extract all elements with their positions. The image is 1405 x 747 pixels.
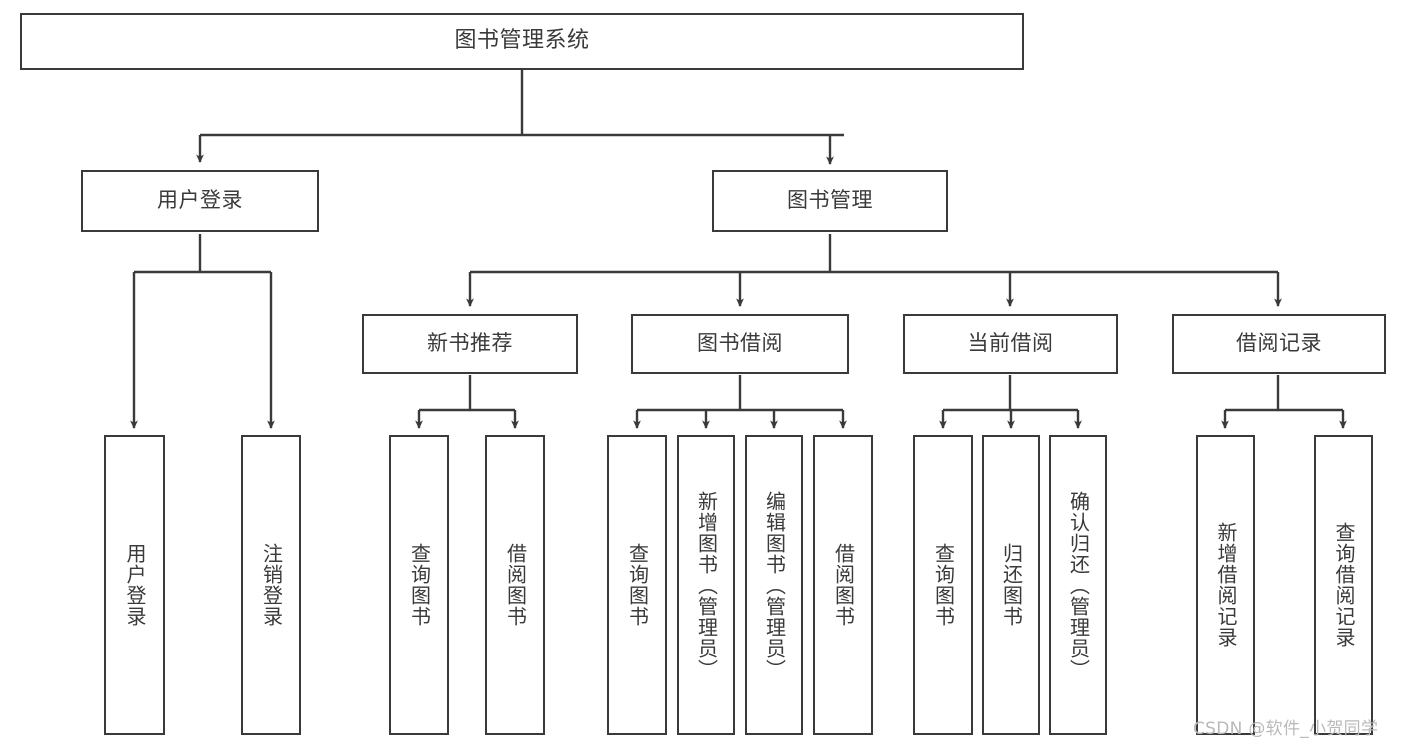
node-current-borrow[interactable]: 当前借阅: [903, 314, 1118, 374]
leaf-borrowrecord-add-record[interactable]: 新增借阅记录: [1196, 435, 1255, 735]
node-label: 用户登录: [123, 543, 147, 627]
leaf-bookborrow-add-book-admin[interactable]: 新增图书（管理员）: [677, 435, 735, 735]
leaf-bookborrow-query-book[interactable]: 查询图书: [607, 435, 667, 735]
leaf-currentborrow-return-book[interactable]: 归还图书: [982, 435, 1040, 735]
node-label: 当前借阅: [967, 331, 1054, 356]
node-book-management[interactable]: 图书管理: [712, 170, 948, 232]
node-label: 图书借阅: [697, 331, 783, 356]
node-root-system[interactable]: 图书管理系统: [20, 13, 1024, 70]
node-label: 借阅图书: [831, 543, 856, 627]
leaf-bookborrow-edit-book-admin[interactable]: 编辑图书（管理员）: [745, 435, 803, 735]
node-label: 借阅记录: [1236, 331, 1322, 356]
leaf-borrowrecord-query-record[interactable]: 查询借阅记录: [1314, 435, 1373, 735]
node-label: 新增图书（管理员）: [694, 490, 719, 680]
node-label: 查询图书: [625, 543, 650, 627]
node-user-login[interactable]: 用户登录: [81, 170, 319, 232]
node-label: 查询借阅记录: [1332, 522, 1356, 648]
node-label: 编辑图书（管理员）: [762, 490, 787, 680]
node-label: 归还图书: [999, 543, 1024, 627]
csdn-watermark: CSDN @软件_小贺同学: [1193, 719, 1379, 739]
node-borrow-record[interactable]: 借阅记录: [1172, 314, 1386, 374]
node-label: 查询图书: [407, 543, 432, 627]
node-book-borrow[interactable]: 图书借阅: [631, 314, 849, 374]
leaf-bookborrow-borrow-book[interactable]: 借阅图书: [813, 435, 873, 735]
leaf-user-login-signin[interactable]: 用户登录: [104, 435, 165, 735]
node-label: 新书推荐: [427, 331, 513, 356]
leaf-newbook-borrow-book[interactable]: 借阅图书: [485, 435, 545, 735]
node-new-book-recommend[interactable]: 新书推荐: [362, 314, 578, 374]
node-label: 注销登录: [259, 543, 284, 627]
node-label: 确认归还（管理员）: [1066, 490, 1091, 680]
node-label: 新增借阅记录: [1214, 522, 1238, 648]
leaf-currentborrow-confirm-return-admin[interactable]: 确认归还（管理员）: [1049, 435, 1107, 735]
leaf-newbook-query-book[interactable]: 查询图书: [389, 435, 449, 735]
node-label: 图书管理: [787, 188, 873, 213]
leaf-currentborrow-query-book[interactable]: 查询图书: [913, 435, 973, 735]
node-label: 图书管理系统: [454, 28, 590, 54]
node-label: 用户登录: [157, 188, 243, 213]
leaf-user-login-logout[interactable]: 注销登录: [241, 435, 301, 735]
node-label: 借阅图书: [503, 543, 528, 627]
node-label: 查询图书: [931, 543, 956, 627]
